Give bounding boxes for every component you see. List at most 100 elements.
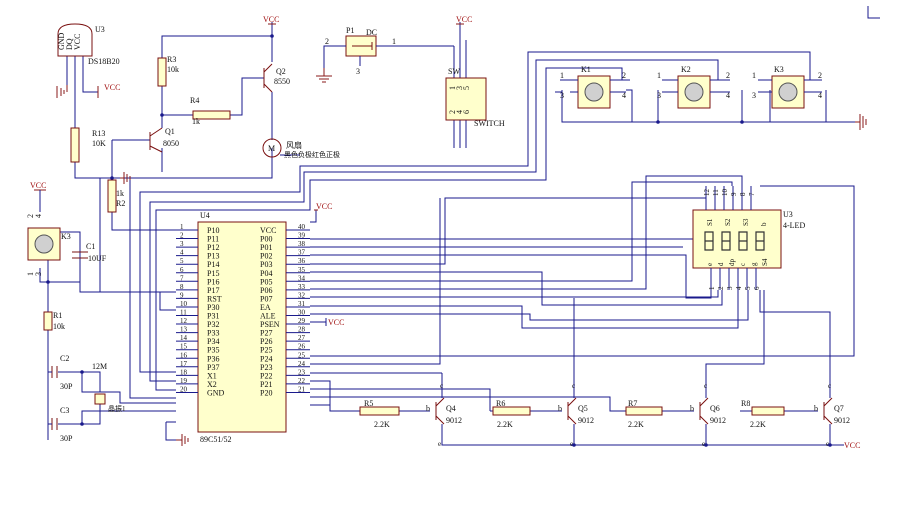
q1-ref: Q1 (165, 127, 175, 136)
r3-value: 10k (167, 65, 179, 74)
q7-part: 9012 (834, 416, 850, 425)
display-segment-label: g (750, 262, 758, 266)
u4-pin-number: 3 (180, 240, 184, 248)
q5-part: 9012 (578, 416, 594, 425)
k3-pin-4: 4 (818, 91, 822, 100)
u4-part: 89C51/52 (200, 435, 232, 444)
q5-pin-c: c (572, 382, 575, 390)
k2-pin-1: 1 (657, 71, 661, 80)
sensor-part: DS18B20 (88, 57, 120, 66)
u4-pin-number: 20 (180, 385, 188, 393)
display-pin-number: 6 (753, 286, 761, 290)
u4-pin-name: P20 (260, 388, 272, 397)
u4-pin-name: X1 (207, 371, 217, 380)
display-segment-label: S1 (706, 218, 714, 226)
u4-pin-name: P36 (207, 354, 219, 363)
reset-key: K3 2 4 1 3 (26, 214, 71, 276)
q7-ref: Q7 (834, 404, 844, 413)
r8-ref: R8 (741, 399, 750, 408)
resistor-r13: R13 10K (70, 127, 106, 163)
u4-pin-name: PSEN (260, 320, 280, 329)
vcc-label-reset: VCC (30, 181, 46, 190)
k3-pin-2: 2 (818, 71, 822, 80)
q2-part: 8550 (274, 77, 290, 86)
u4-pin-number: 2 (180, 232, 184, 240)
vcc-label-switch: VCC (456, 15, 472, 24)
u4-pin-number: 13 (180, 326, 188, 334)
u4-pin-name: P37 (207, 363, 219, 372)
u4-pin-number: 9 (180, 291, 184, 299)
q4-pin-c: c (440, 382, 443, 390)
transistor-q5: Q5 9012 b c e (558, 382, 594, 448)
display-segment-label: c (739, 263, 747, 266)
u4-pin-name: P32 (207, 320, 219, 329)
k2-ref: K2 (681, 65, 691, 74)
u4-pin-number: 6 (180, 266, 184, 274)
r5-ref: R5 (364, 399, 373, 408)
display-segment-label: S3 (742, 218, 750, 226)
u4-pin-number: 11 (180, 309, 187, 317)
u4-pin-number: 19 (180, 377, 188, 385)
key-k3: K3 1 2 3 4 (752, 65, 822, 109)
k1-pin-2: 2 (622, 71, 626, 80)
p1-ref: P1 (346, 26, 354, 35)
fan-motor: M 风扇 黑色负极红色正极 (262, 138, 340, 159)
transistor-q2: Q2 8550 (263, 63, 290, 93)
u4-pin-name: P15 (207, 269, 219, 278)
u4-pin-name: GND (207, 388, 225, 397)
c1-value: 10UF (88, 254, 107, 263)
u4-pin-name: P06 (260, 286, 272, 295)
display-pin-number: 8 (739, 192, 747, 196)
display-pin-number: 3 (726, 286, 734, 290)
sw-bottom-pin-4: 4 (455, 110, 464, 114)
c3-value: 30P (60, 434, 73, 443)
u4-pin-number: 33 (298, 283, 306, 291)
frame-corner (867, 6, 880, 19)
r4-value: 1k (192, 117, 200, 126)
display-pin-number: 11 (712, 189, 720, 196)
sw-top-pin-1: 1 (448, 86, 457, 90)
r7-ref: R7 (628, 399, 637, 408)
u4-pin-number: 4 (180, 249, 184, 257)
resistor-r8: R8 2.2K (741, 399, 785, 429)
c2-value: 30P (60, 382, 73, 391)
u4-pin-name: P16 (207, 277, 219, 286)
junction-dots (46, 34, 832, 447)
u4-pin-number: 39 (298, 232, 306, 240)
r8-value: 2.2K (750, 420, 766, 429)
q5-pin-b: b (558, 404, 562, 413)
resistor-r1: R1 10k (43, 311, 65, 331)
u4-pin-name: P26 (260, 337, 272, 346)
motor-polarity-note: 黑色负极红色正极 (284, 150, 340, 159)
u4-pin-number: 16 (180, 351, 188, 359)
transistor-q4: Q4 9012 b c e (426, 382, 462, 448)
u4-pin-number: 26 (298, 343, 306, 351)
u4-pin-number: 29 (298, 317, 306, 325)
key-k1: K1 1 2 3 4 (560, 65, 626, 109)
u4-pin-name: X2 (207, 380, 217, 389)
reset-key-pin-1: 1 (26, 272, 35, 276)
u4-pin-number: 27 (298, 334, 306, 342)
q7-pin-b: b (814, 404, 818, 413)
u4-pin-number: 38 (298, 240, 306, 248)
p1-label: DC (366, 28, 377, 37)
c2-ref: C2 (60, 354, 69, 363)
digit-segments (704, 231, 765, 251)
u4-pin-name: P27 (260, 329, 272, 338)
p1-pin-3: 3 (356, 67, 360, 76)
c3-ref: C3 (60, 406, 69, 415)
p1-pin-1: 1 (392, 37, 396, 46)
p1-pin-2: 2 (325, 37, 329, 46)
u4-pin-number: 37 (298, 249, 306, 257)
u4-pin-number: 8 (180, 283, 184, 291)
u4-pin-number: 12 (180, 317, 188, 325)
u4-pin-number: 40 (298, 223, 306, 231)
sw-label: SWITCH (474, 119, 505, 128)
q6-part: 9012 (710, 416, 726, 425)
r13-ref: R13 (92, 129, 105, 138)
u4-pin-name: P24 (260, 354, 272, 363)
u4-right-pins: 40VCC39P0038P0137P0236P0335P0434P0533P06… (260, 223, 310, 397)
capacitor-c1: C1 10UF (72, 242, 107, 263)
